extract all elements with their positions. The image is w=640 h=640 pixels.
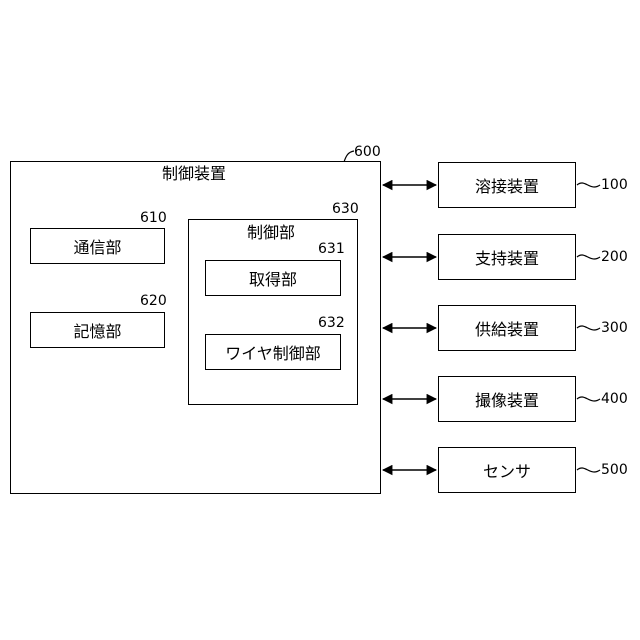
wire-control-unit-box: ワイヤ制御部	[205, 334, 341, 370]
wire-control-unit-label: ワイヤ制御部	[225, 340, 321, 364]
storage-unit-box: 記憶部	[30, 312, 165, 348]
control-device-title: 制御装置	[162, 166, 226, 182]
leader-100	[577, 183, 600, 187]
control-unit-ref: 630	[332, 202, 359, 216]
wire-control-unit-ref: 632	[318, 316, 345, 330]
storage-unit-ref: 620	[140, 294, 167, 308]
sensor-ref: 500	[601, 463, 628, 477]
acquisition-unit-label: 取得部	[249, 266, 297, 290]
supply-device-label: 供給装置	[475, 316, 539, 340]
support-device-box: 支持装置	[438, 234, 576, 280]
acquisition-unit-box: 取得部	[205, 260, 341, 296]
sensor-label: センサ	[483, 458, 531, 482]
welding-device-label: 溶接装置	[475, 173, 539, 197]
support-device-label: 支持装置	[475, 245, 539, 269]
control-device-ref: 600	[354, 145, 381, 159]
leader-500	[577, 468, 600, 472]
imaging-device-ref: 400	[601, 392, 628, 406]
leader-200	[577, 255, 600, 259]
imaging-device-label: 撮像装置	[475, 387, 539, 411]
storage-unit-label: 記憶部	[73, 318, 121, 342]
communication-unit-ref: 610	[140, 211, 167, 225]
leader-400	[577, 397, 600, 401]
communication-unit-box: 通信部	[30, 228, 165, 264]
support-device-ref: 200	[601, 250, 628, 264]
control-unit-label: 制御部	[247, 225, 295, 241]
supply-device-ref: 300	[601, 321, 628, 335]
imaging-device-box: 撮像装置	[438, 376, 576, 422]
leader-300	[577, 326, 600, 330]
acquisition-unit-ref: 631	[318, 242, 345, 256]
sensor-box: センサ	[438, 447, 576, 493]
supply-device-box: 供給装置	[438, 305, 576, 351]
welding-device-ref: 100	[601, 178, 628, 192]
communication-unit-label: 通信部	[73, 234, 121, 258]
welding-device-box: 溶接装置	[438, 162, 576, 208]
